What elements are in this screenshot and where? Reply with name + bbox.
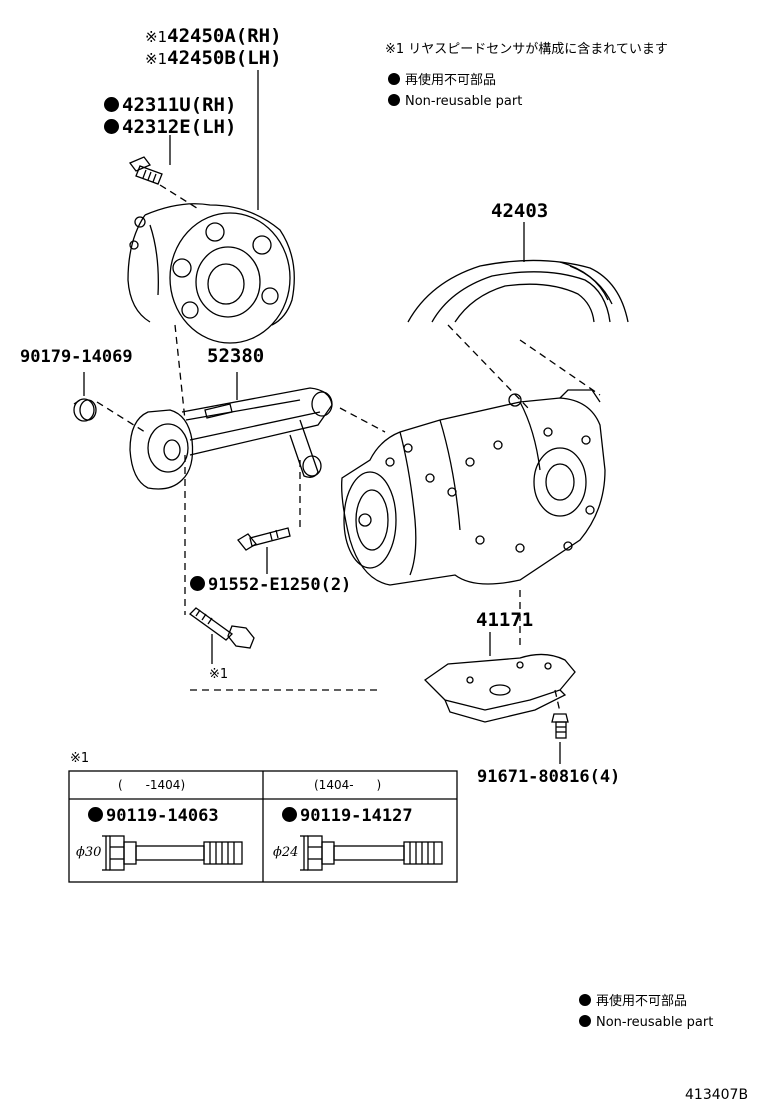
sensor-bolt-ref: ※1 <box>209 667 229 682</box>
sub-table-ref: ※1 <box>70 751 90 766</box>
non-reusable-dot-icon <box>388 94 400 106</box>
wheel <box>407 259 629 323</box>
non-reusable-dot-icon <box>388 73 400 85</box>
legend-en-top-label: Non-reusable part <box>405 94 523 109</box>
part-hub-lh: ※142450B(LH) <box>145 49 282 68</box>
table-col-1-part: 90119-14063 <box>88 807 219 825</box>
bushing <box>73 398 97 422</box>
part-arm: 52380 <box>207 345 265 367</box>
table-col-1-diameter: ϕ30 <box>76 845 102 860</box>
table-col-1-part-number: 90119-14063 <box>106 806 219 826</box>
bolt-lh-number: 42312E(LH) <box>122 116 237 138</box>
table-bolt-2 <box>300 835 443 871</box>
non-reusable-dot-icon <box>579 1015 591 1027</box>
differential-housing <box>341 389 606 586</box>
table-col-2-part: 90119-14127 <box>282 807 413 825</box>
hub-rh-number: 42450A(RH) <box>167 25 282 47</box>
table-col-2-range: (1404- ) <box>314 778 382 792</box>
bolt-rh-number: 42311U(RH) <box>122 94 237 116</box>
sensor-note: ※1 リヤスピードセンサが構成に含まれています <box>385 42 668 57</box>
non-reusable-dot-icon <box>579 994 591 1006</box>
hub-lh-number: 42450B(LH) <box>167 47 282 69</box>
arm-bolt-number: 91552-E1250(2) <box>208 575 352 595</box>
part-arm-bolt: 91552-E1250(2) <box>190 576 351 594</box>
table-col-2-part-number: 90119-14127 <box>300 806 413 826</box>
figure-id: 413407B <box>685 1087 749 1103</box>
part-bolt-rh: 42311U(RH) <box>104 96 236 115</box>
non-reusable-dot-icon <box>104 97 119 112</box>
hub-bolt <box>128 156 163 185</box>
sub-table-frame <box>68 770 458 883</box>
leader-lines <box>83 70 561 764</box>
legend-en-bottom-label: Non-reusable part <box>596 1015 714 1030</box>
part-hub-rh: ※142450A(RH) <box>145 27 282 46</box>
cover-plate <box>423 653 576 723</box>
non-reusable-dot-icon <box>88 807 103 822</box>
sensor-bolt <box>189 607 255 649</box>
legend-jp-bottom-label: 再使用不可部品 <box>596 994 688 1009</box>
legend-en-bottom: Non-reusable part <box>579 1015 713 1029</box>
non-reusable-dot-icon <box>282 807 297 822</box>
hub-rh-mark: ※1 <box>145 28 168 46</box>
hub-bearing <box>127 203 295 344</box>
legend-en-top: Non-reusable part <box>388 94 522 108</box>
part-bushing: 90179-14069 <box>20 347 133 367</box>
legend-jp-top-label: 再使用不可部品 <box>405 73 497 88</box>
arm-bolt <box>237 527 291 551</box>
part-cover: 41171 <box>476 609 534 631</box>
diff-mount-arm <box>129 387 333 490</box>
cover-bolt <box>551 713 569 739</box>
part-cover-bolt: 91671-80816(4) <box>477 767 621 787</box>
legend-jp-bottom: 再使用不可部品 <box>579 994 687 1008</box>
hub-lh-mark: ※1 <box>145 50 168 68</box>
non-reusable-dot-icon <box>190 576 205 591</box>
assembly-dashed-lines <box>96 184 601 713</box>
legend-jp-top: 再使用不可部品 <box>388 73 496 87</box>
part-bolt-lh: 42312E(LH) <box>104 118 236 137</box>
table-col-1-range: ( -1404) <box>118 778 186 792</box>
part-wheel: 42403 <box>491 200 549 222</box>
table-bolt-1 <box>102 835 243 871</box>
non-reusable-dot-icon <box>104 119 119 134</box>
table-col-2-diameter: ϕ24 <box>273 845 299 860</box>
